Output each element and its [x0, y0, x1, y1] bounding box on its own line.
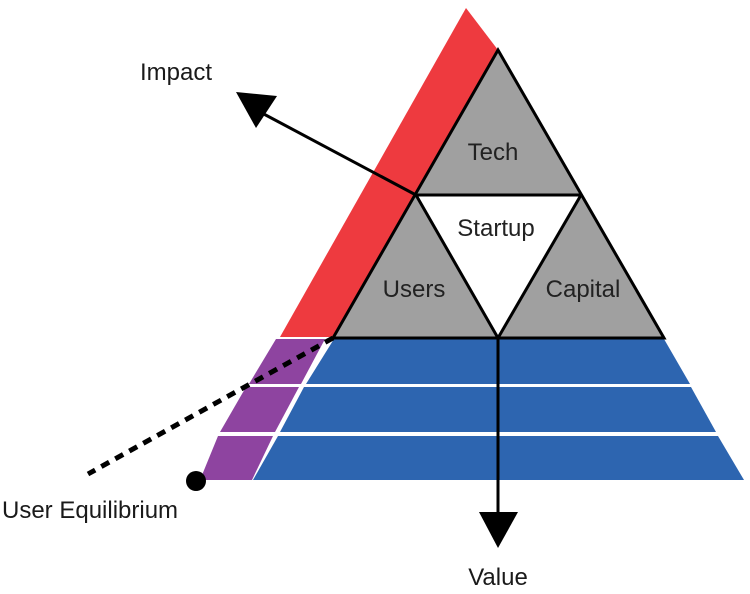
users-label: Users	[383, 276, 446, 303]
impact-label: Impact	[140, 59, 212, 86]
startup-label: Startup	[457, 215, 534, 242]
startup-triangle	[416, 195, 581, 338]
capital-label: Capital	[546, 276, 621, 303]
purple-band-segment-3	[200, 436, 273, 480]
purple-band-segment-2	[220, 387, 299, 432]
value-label: Value	[468, 564, 528, 591]
users-triangle	[333, 195, 498, 338]
value-arrow	[479, 338, 518, 548]
value-arrowhead	[479, 512, 518, 548]
user-equilibrium-label: User Equilibrium	[2, 497, 178, 524]
tech-label: Tech	[468, 139, 519, 166]
tech-triangle	[416, 50, 581, 195]
impact-arrow	[236, 92, 417, 197]
impact-arrowhead	[236, 92, 277, 128]
red-band	[280, 8, 498, 337]
user-equilibrium-point	[186, 471, 206, 491]
capital-triangle	[498, 195, 664, 338]
